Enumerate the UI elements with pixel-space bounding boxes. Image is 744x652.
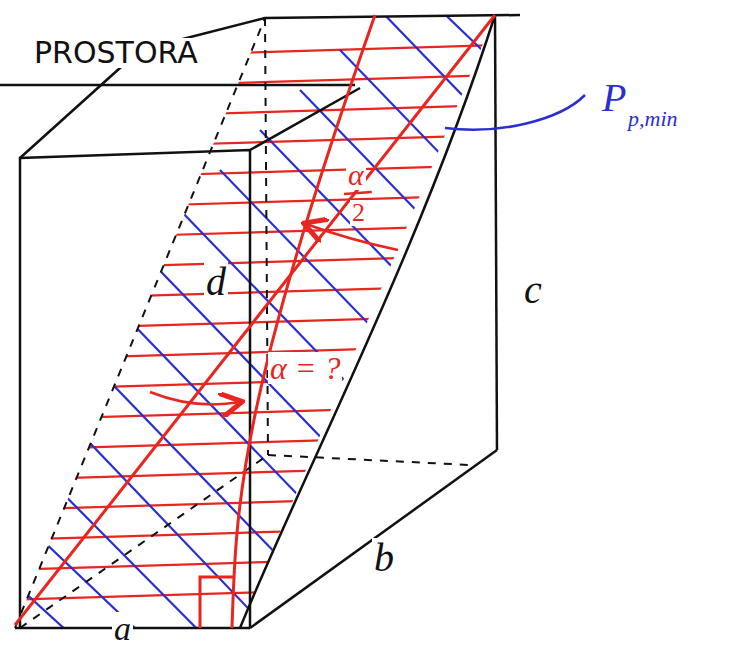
half-angle-bottom: 2 — [350, 200, 367, 226]
angle-question: α = ? — [268, 352, 342, 384]
area-subscript: p,min — [626, 108, 680, 130]
dimension-a: a — [112, 612, 133, 646]
dimension-b: b — [372, 538, 396, 578]
fraction-bar — [344, 192, 372, 194]
sheet-heading: PROSTORA — [32, 38, 200, 68]
dimension-c: c — [522, 270, 544, 310]
half-angle-top: α — [346, 160, 366, 190]
dimension-d: d — [204, 262, 228, 302]
area-label: P — [600, 78, 628, 118]
